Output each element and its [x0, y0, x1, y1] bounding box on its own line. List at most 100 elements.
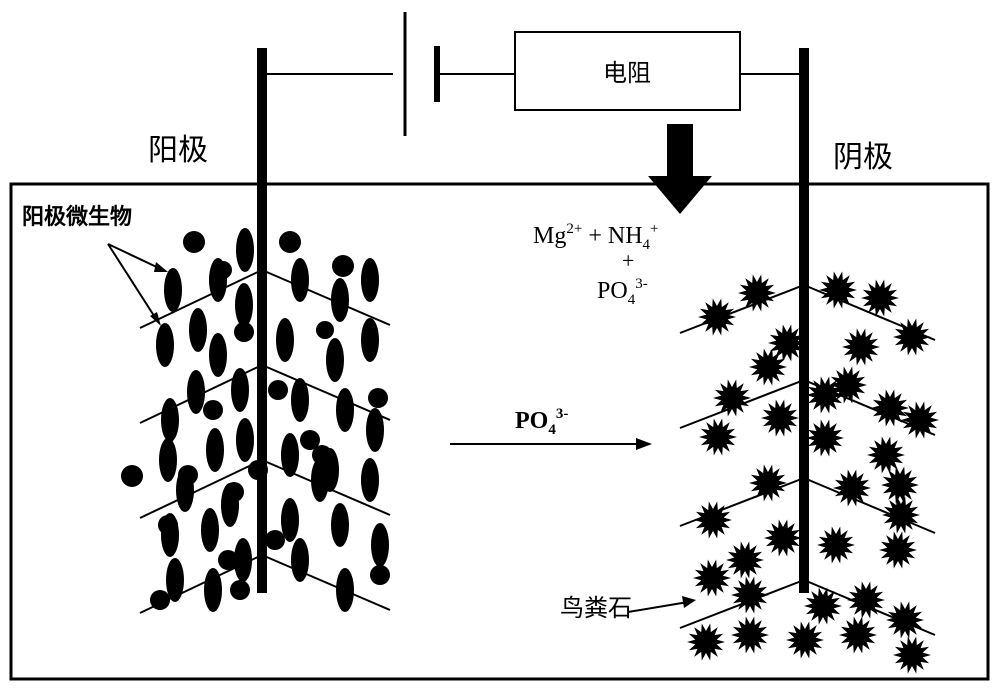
microbe-icon [268, 380, 288, 400]
brush-bristle [261, 364, 391, 421]
struvite-crystal-icon [819, 271, 857, 309]
ion-phosphate: PO43- [597, 276, 648, 308]
struvite-crystal-icon [726, 541, 764, 579]
struvite-crystal-icon [829, 366, 867, 404]
struvite-crystal-icon [694, 501, 732, 539]
microbe-icon [361, 458, 379, 502]
microbe-icon [326, 338, 344, 382]
microbe-icon [361, 258, 379, 302]
anode-electrode [257, 48, 267, 593]
microbe-icon [279, 231, 301, 253]
microbe-icon [336, 388, 354, 432]
microbe-icon [265, 530, 285, 550]
struvite-crystal-icon [861, 279, 899, 317]
struvite-crystal-icon [833, 469, 871, 507]
struvite-crystal-icon [817, 526, 855, 564]
cathode-electrode [799, 48, 809, 593]
struvite-crystal-icon [839, 616, 877, 654]
microbe-icon [291, 378, 309, 422]
microbe-icon [230, 580, 250, 600]
reactor-tank [9, 182, 990, 681]
microbe-icon [331, 278, 349, 322]
struvite-crystal-icon [879, 531, 917, 569]
struvite-crystal-icon [693, 559, 731, 597]
flow-label: PO43- [515, 406, 568, 438]
microbe-icon [159, 438, 177, 482]
microbe-icon [183, 231, 205, 253]
microbe-icon [150, 590, 170, 610]
struvite-crystal-icon [731, 576, 769, 614]
microbe-icon [371, 523, 389, 567]
cathode-label: 阴极 [833, 140, 893, 175]
microbe-icon [234, 538, 252, 582]
struvite-crystal-icon [738, 274, 776, 312]
struvite-crystal-icon [713, 379, 751, 417]
anode-microbes [121, 228, 390, 612]
anode-label: 阳极 [148, 133, 208, 168]
microbe-icon [332, 255, 354, 277]
microbe-icon [204, 568, 222, 612]
microbe-icon [161, 398, 179, 442]
struvite-crystal-icon [764, 519, 802, 557]
microbe-icon [368, 388, 388, 408]
struvite-crystal-icon [687, 623, 725, 661]
microbe-icon [236, 228, 254, 272]
microbe-icon [235, 283, 253, 327]
microbe-icon [331, 503, 349, 547]
brush-bristle [679, 477, 805, 527]
microbe-icon [206, 428, 224, 472]
struvite-crystal-icon [804, 587, 842, 625]
brush-bristle [139, 459, 263, 519]
struvite-crystal-icon [806, 419, 844, 457]
microbe-icon [370, 565, 390, 585]
struvite-crystal-icon [786, 621, 824, 659]
microbe-icon [291, 258, 309, 302]
struvite-crystals [687, 271, 939, 674]
microbe-icon [236, 418, 254, 462]
microbe-icon [203, 400, 223, 420]
microbe-icon [316, 321, 334, 339]
struvite-crystal-icon [893, 636, 931, 674]
struvite-crystal-icon [893, 318, 931, 356]
microbe-icon [189, 308, 207, 352]
microbe-icon [121, 465, 143, 487]
battery-icon [403, 12, 440, 136]
struvite-crystal-icon [768, 324, 806, 362]
microbe-icon [234, 322, 254, 342]
struvite-crystal-icon [847, 581, 885, 619]
brush-bristle [139, 269, 263, 329]
struvite-crystal-icon [749, 464, 787, 502]
anode-microbes-label: 阳极微生物 [22, 204, 132, 230]
microbe-icon [300, 430, 320, 450]
microbe-icon [366, 408, 384, 452]
brush-bristle [261, 269, 391, 326]
circuit: 电阻 [262, 12, 805, 136]
microbe-icon [361, 318, 379, 362]
brush-bristle [803, 477, 936, 534]
microbe-icon [291, 538, 309, 582]
microbe-icon [166, 558, 184, 602]
microbe-icon [209, 333, 227, 377]
resistor-box [514, 31, 741, 111]
thick-down-arrow-icon [648, 124, 712, 214]
microbe-icon [224, 482, 244, 502]
microbe-icon [248, 460, 268, 480]
microbe-icon [214, 261, 232, 279]
struvite-crystal-icon [867, 436, 905, 474]
struvite-crystal-icon [871, 389, 909, 427]
microbe-icon [218, 550, 238, 570]
struvite-crystal-icon [749, 348, 787, 386]
struvite-crystal-icon [882, 496, 920, 534]
microbe-icon [164, 268, 182, 312]
struvite-pointer [627, 596, 696, 613]
microbe-icon [178, 465, 198, 485]
struvite-crystal-icon [699, 418, 737, 456]
microbe-icon [281, 498, 299, 542]
microbe-icon [231, 368, 249, 412]
struvite-crystal-icon [901, 401, 939, 439]
microbe-icon [187, 370, 205, 414]
microbe-icon [156, 323, 174, 367]
struvite-crystal-icon [731, 616, 769, 654]
struvite-label: 鸟粪石 [560, 594, 632, 622]
